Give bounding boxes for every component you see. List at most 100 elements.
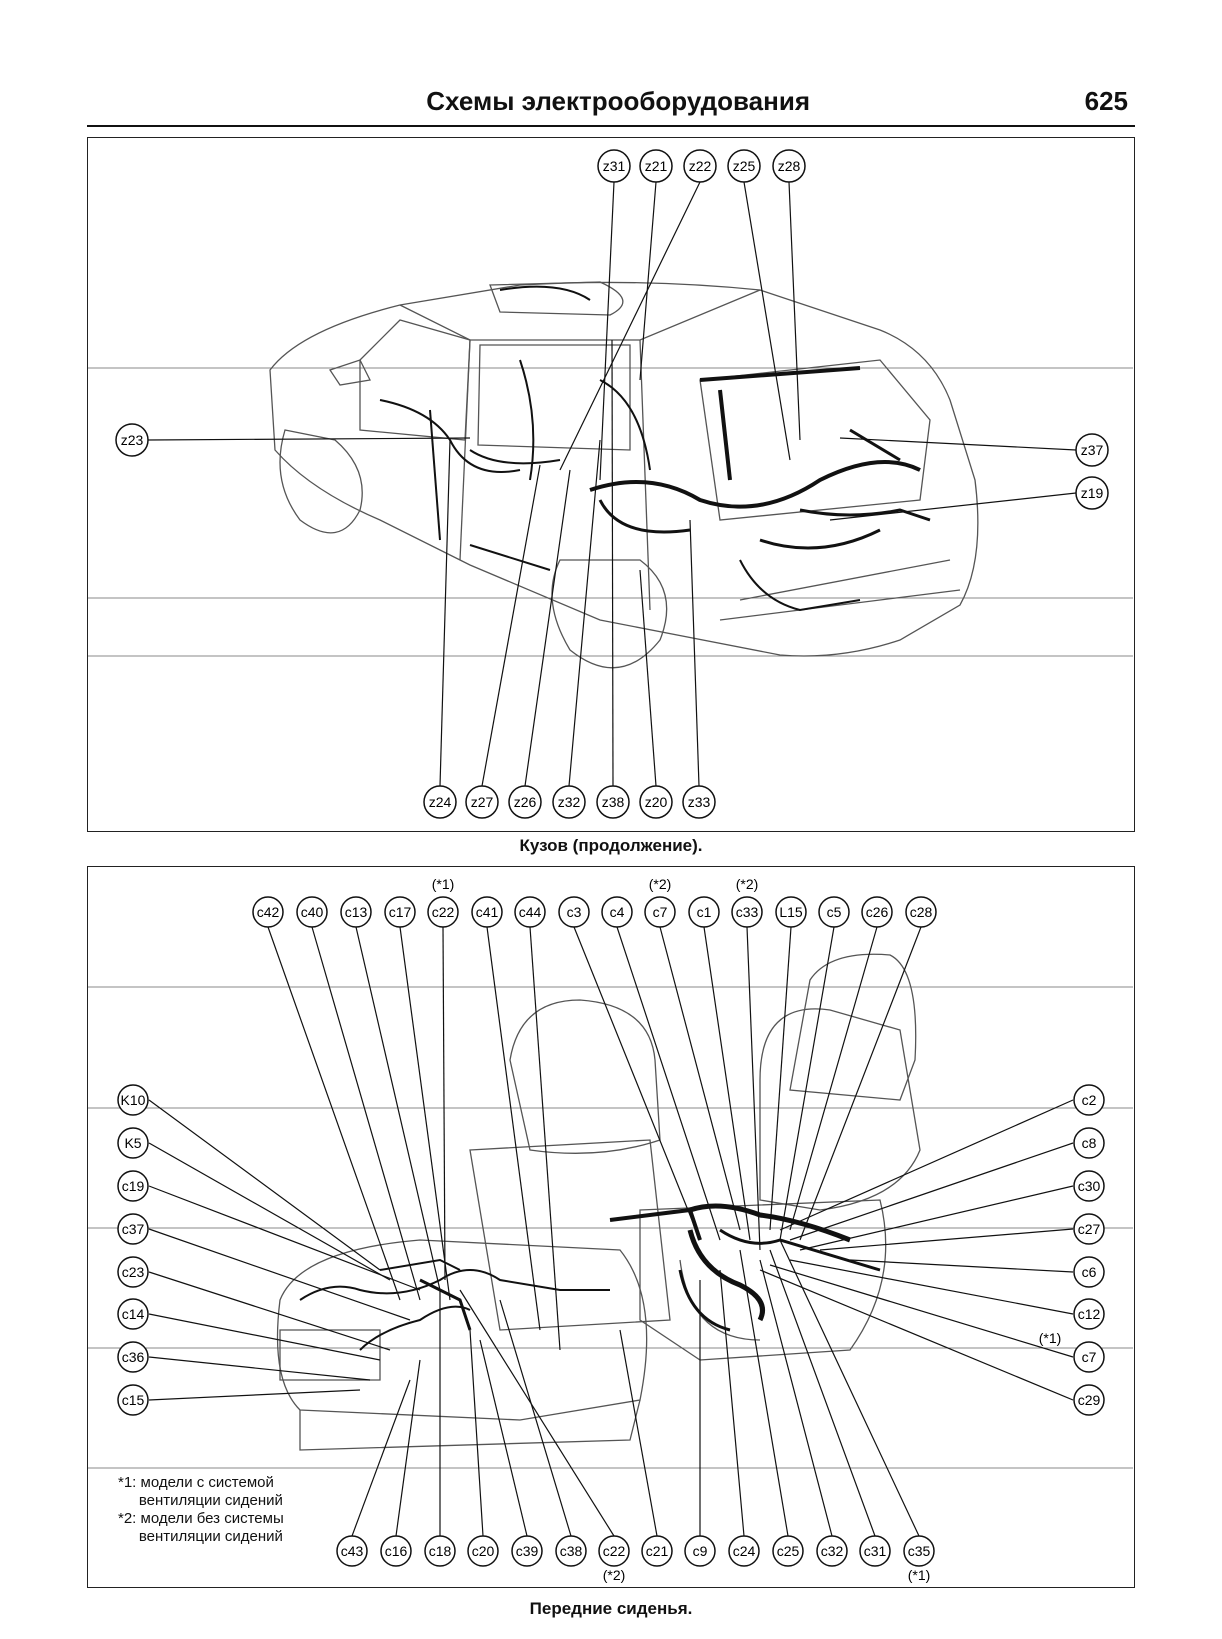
body-wire-harness — [379, 285, 931, 612]
leader-line — [481, 464, 541, 787]
leader-line — [573, 926, 701, 1241]
connector-bubble — [558, 896, 590, 928]
connector-bubble — [772, 149, 806, 183]
connector-label: z24 — [429, 794, 452, 810]
connector-bubble — [903, 1535, 935, 1567]
connector-bubble — [683, 149, 717, 183]
leader-line — [395, 1359, 421, 1537]
leader-line — [759, 1269, 1074, 1401]
connector-bubble — [555, 1535, 587, 1567]
leader-line — [743, 181, 791, 461]
connector-label: c38 — [560, 1543, 583, 1559]
vehicle-body-outline — [269, 281, 979, 669]
connector-label: c15 — [122, 1392, 145, 1408]
connector-label: c13 — [345, 904, 368, 920]
leader-line — [779, 1239, 920, 1537]
leader-line — [559, 181, 701, 471]
footnote-line: вентиляции сидений — [118, 1492, 283, 1509]
connector-label: c4 — [610, 904, 625, 920]
connector-bubble — [682, 785, 716, 819]
leader-line — [779, 926, 835, 1241]
leader-line — [148, 1185, 421, 1291]
connector-label: c7 — [1082, 1349, 1097, 1365]
connector-bubble — [511, 1535, 543, 1567]
connector-bubble — [384, 896, 416, 928]
leader-line — [829, 492, 1077, 521]
leader-line — [703, 926, 751, 1241]
connector-bubble — [336, 1535, 368, 1567]
connector-bubble — [816, 1535, 848, 1567]
leader-line — [148, 1313, 381, 1361]
leader-line — [529, 926, 561, 1351]
connector-bubble — [1073, 1170, 1105, 1202]
connector-bubble — [861, 896, 893, 928]
leader-line — [148, 1142, 391, 1281]
leader-line — [689, 519, 700, 787]
connector-label: z27 — [471, 794, 494, 810]
connector-label: z38 — [602, 794, 625, 810]
leader-line — [659, 926, 741, 1231]
connector-bubble — [1073, 1213, 1105, 1245]
leader-line — [351, 1379, 411, 1537]
connector-bubble — [117, 1170, 149, 1202]
connector-bubble — [644, 896, 676, 928]
connector-bubble — [514, 896, 546, 928]
connector-bubble — [731, 896, 763, 928]
connector-bubble — [639, 785, 673, 819]
header-rule — [87, 125, 1135, 127]
connector-label: z26 — [514, 794, 537, 810]
leader-line — [769, 926, 792, 1231]
connector-label: c22 — [603, 1543, 626, 1559]
seat-wire-harness — [299, 1203, 881, 1351]
connector-label: c41 — [476, 904, 499, 920]
connector-bubble — [688, 896, 720, 928]
connector-label: c29 — [1078, 1392, 1101, 1408]
leader-line — [619, 1329, 658, 1537]
connector-label: c1 — [697, 904, 712, 920]
connector-bubble — [1073, 1256, 1105, 1288]
connector-label: c24 — [733, 1543, 756, 1559]
connector-label: c28 — [910, 904, 933, 920]
leader-line — [568, 439, 601, 787]
connector-label: c18 — [429, 1543, 452, 1559]
scan-lines — [88, 367, 1133, 1469]
connector-bubble — [296, 896, 328, 928]
connector-label: z31 — [603, 158, 626, 174]
seats-outline — [276, 953, 921, 1451]
leader-line — [148, 1228, 411, 1321]
connector-bubble — [1075, 433, 1109, 467]
leader-line — [399, 926, 451, 1301]
leader-line — [442, 926, 446, 1281]
leader-line — [148, 1271, 391, 1351]
leader-line — [355, 926, 441, 1291]
leader-line — [267, 926, 401, 1301]
connector-label: c5 — [827, 904, 842, 920]
connector-label: c27 — [1078, 1221, 1101, 1237]
leader-line — [148, 1099, 381, 1271]
connector-label: K10 — [121, 1092, 146, 1108]
connector-label: z22 — [689, 158, 712, 174]
leader-line — [788, 181, 801, 441]
connector-bubble — [775, 896, 807, 928]
connector-bubble — [117, 1384, 149, 1416]
connector-bubble — [1073, 1298, 1105, 1330]
leader-line — [147, 437, 471, 441]
connector-label: c22 — [432, 904, 455, 920]
connector-label: c44 — [519, 904, 542, 920]
connector-label: c40 — [301, 904, 324, 920]
connector-label: c31 — [864, 1543, 887, 1559]
leader-line — [469, 1329, 484, 1537]
leader-line — [148, 1389, 361, 1401]
connector-bubble — [728, 1535, 760, 1567]
connector-bubble — [639, 149, 673, 183]
connector-bubble — [641, 1535, 673, 1567]
leader-line — [459, 1289, 615, 1537]
connector-bubble — [423, 785, 457, 819]
connector-label: c36 — [122, 1349, 145, 1365]
body-figure-caption: Кузов (продолжение). — [519, 836, 703, 855]
connector-bubble — [467, 1535, 499, 1567]
leader-line — [616, 926, 721, 1241]
connector-label: c7 — [653, 904, 668, 920]
connector-bubble — [596, 785, 630, 819]
